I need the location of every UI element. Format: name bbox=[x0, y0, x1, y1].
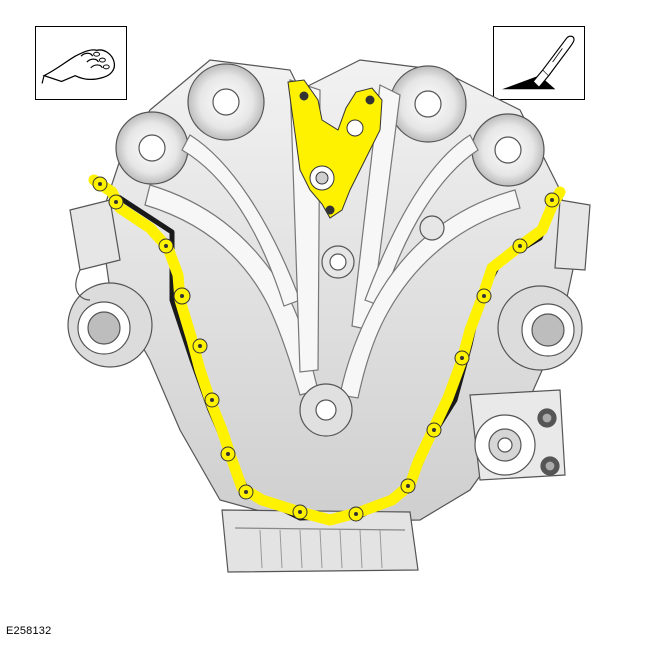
scraper-icon bbox=[502, 35, 575, 90]
bolt-holes bbox=[98, 182, 554, 516]
hand-apply-icon bbox=[41, 49, 116, 84]
figure-reference-code: E258132 bbox=[6, 625, 52, 637]
oil-cooler-housing bbox=[469, 389, 566, 481]
oil-pan bbox=[221, 509, 419, 573]
camshaft-sprockets bbox=[115, 63, 545, 187]
left-turbocharger bbox=[67, 199, 153, 368]
scraper-icon-box bbox=[493, 26, 585, 100]
right-turbocharger bbox=[497, 199, 591, 371]
hand-apply-icon-box bbox=[35, 26, 127, 100]
center-cap bbox=[321, 215, 445, 279]
crankshaft-sprocket bbox=[299, 383, 353, 437]
upper-bracket-holes bbox=[299, 91, 375, 215]
